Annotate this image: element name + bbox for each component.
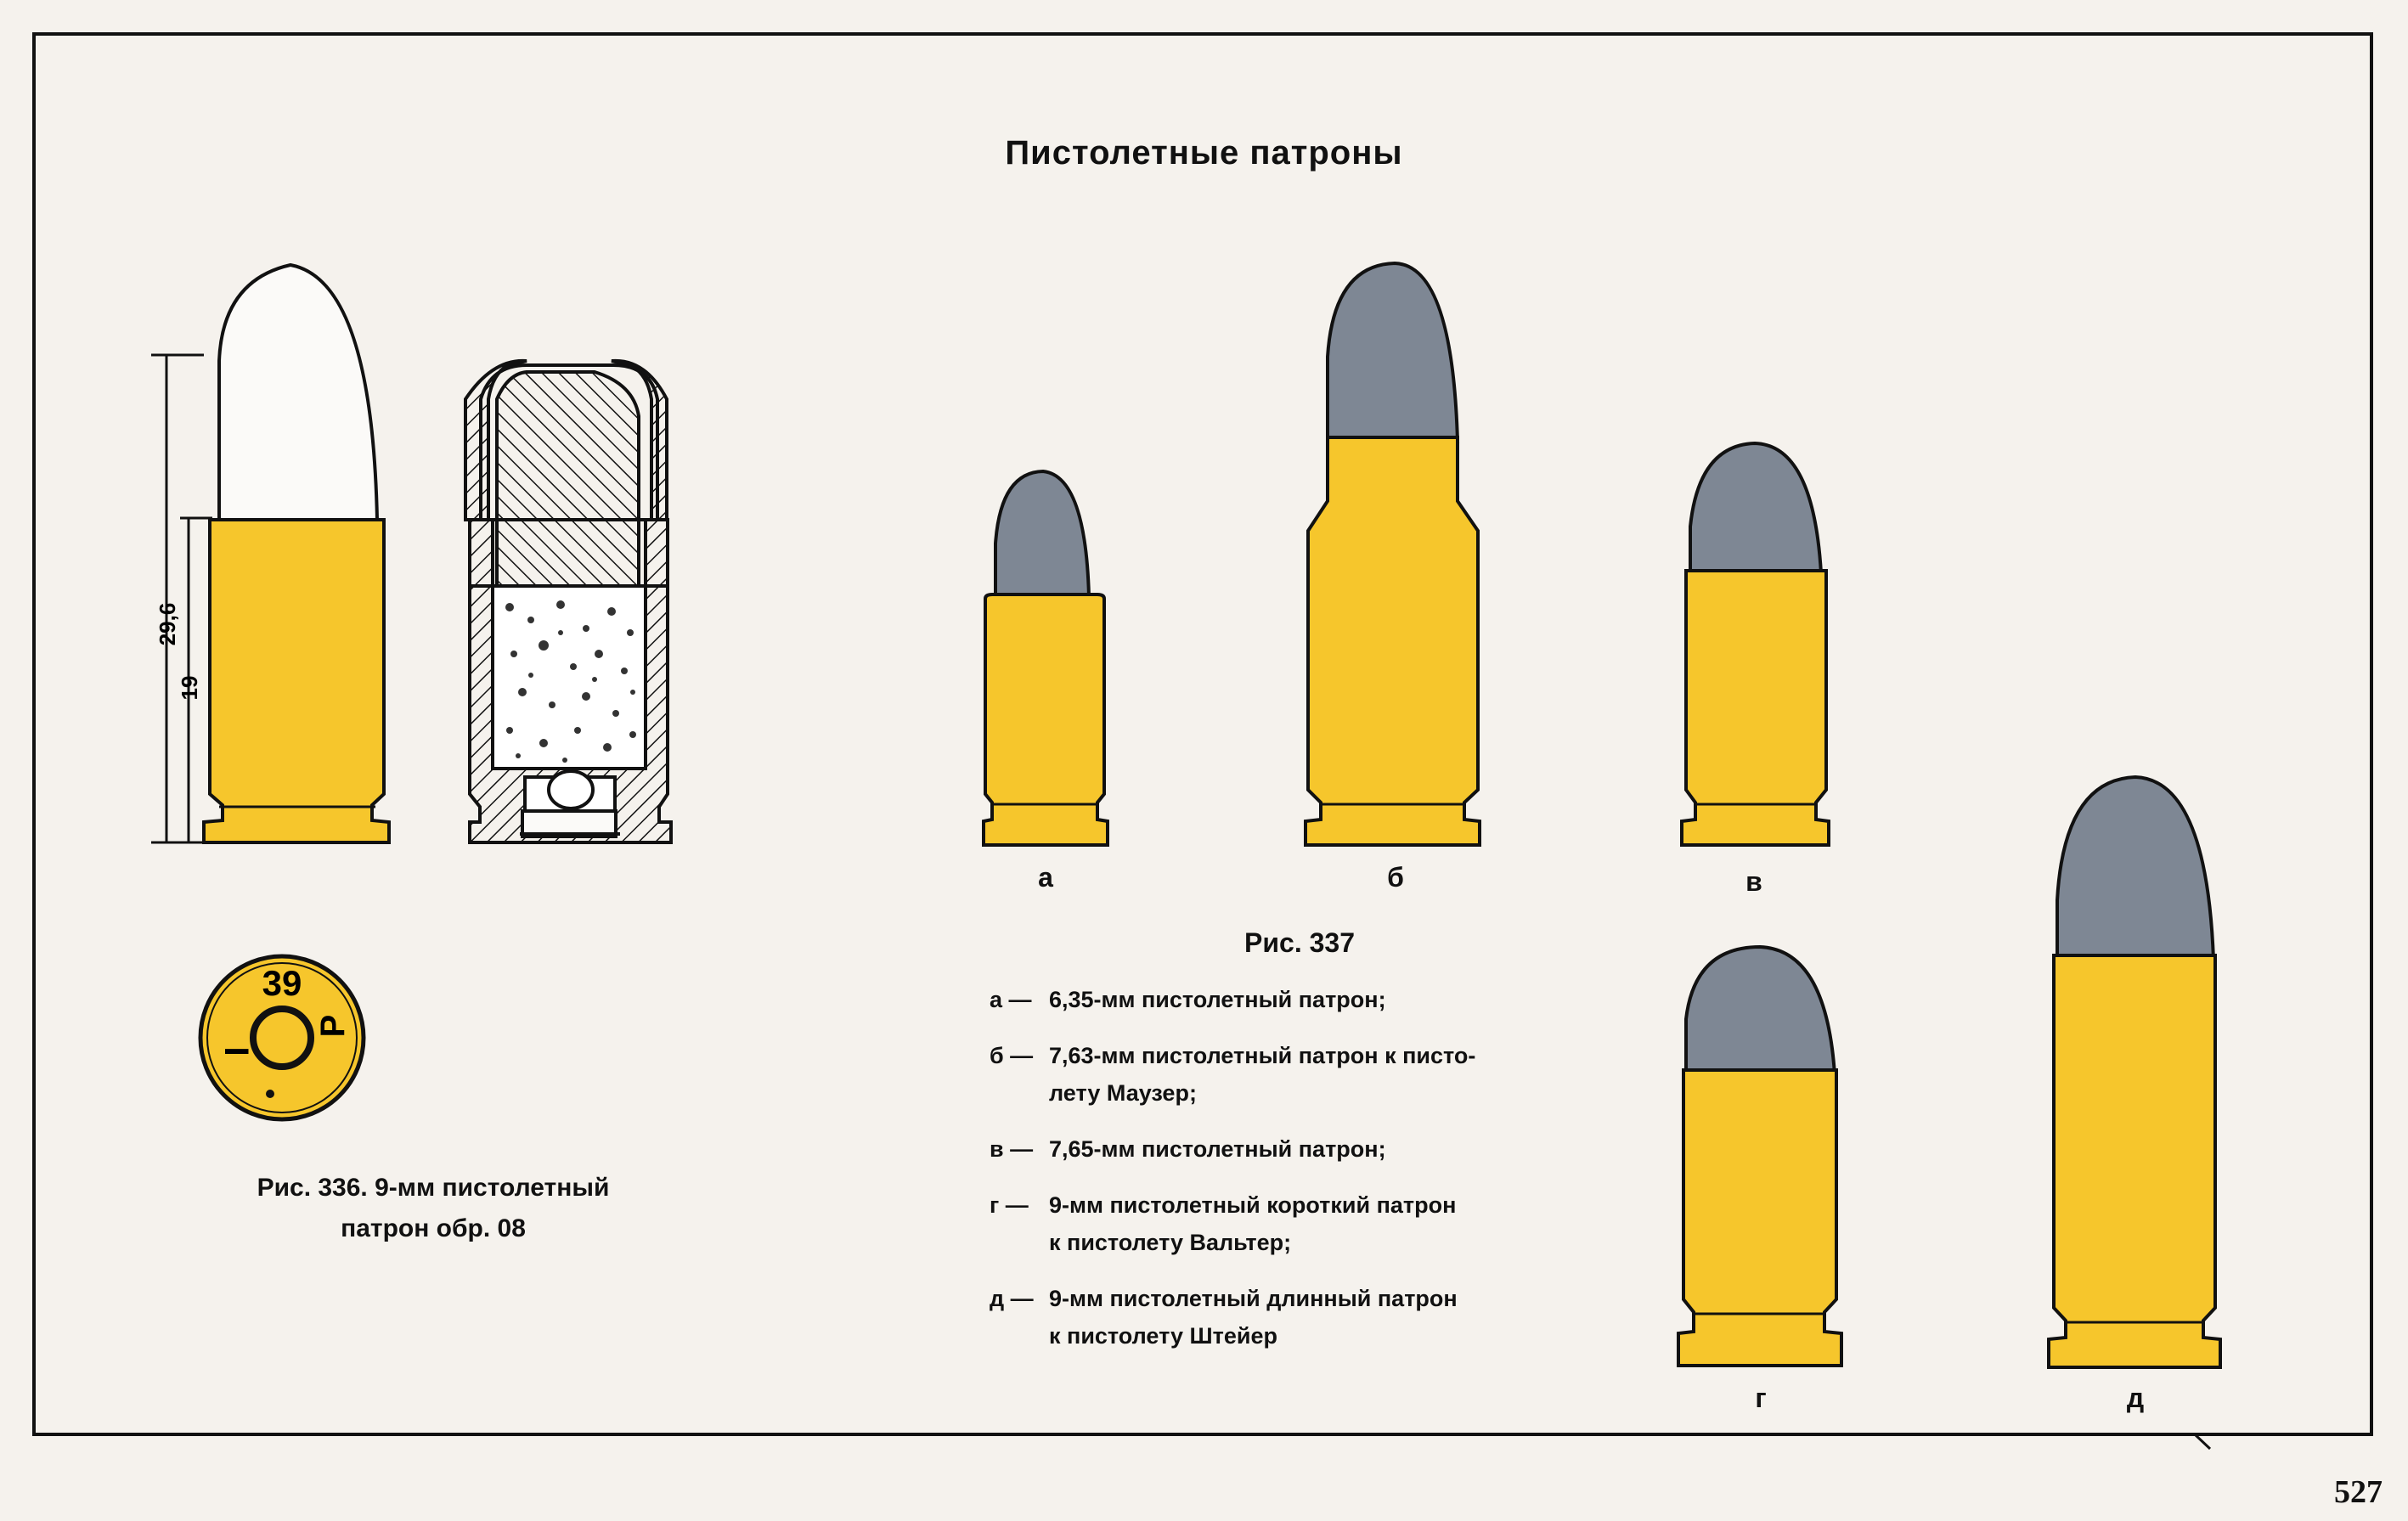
- cartridge-a-label: а: [1038, 862, 1053, 893]
- headstamp: [198, 954, 366, 1122]
- legend-text: 9-мм пистолетный короткий патрон к писто…: [1049, 1192, 1457, 1255]
- cartridge-9mm-exterior: [202, 262, 391, 844]
- fig337-legend: а — 6,35-мм пистолетный патрон; б — 7,63…: [990, 981, 1584, 1373]
- fig336-caption-line2: патрон обр. 08: [341, 1214, 526, 1242]
- fig336-caption-line1: Рис. 336. 9-мм пистолетный: [257, 1174, 610, 1202]
- legend-key: б —: [990, 1043, 1034, 1068]
- headstamp-top-text: 39: [262, 963, 302, 1003]
- legend-key: г —: [990, 1192, 1029, 1218]
- cartridge-b: [1304, 261, 1481, 847]
- page-title: Пистолетные патроны: [1005, 134, 1403, 172]
- cartridge-9mm-section: [464, 358, 673, 844]
- fig337-caption: Рис. 337: [1244, 927, 1355, 958]
- legend-text: 9-мм пистолетный длинный патрон к пистол…: [1049, 1286, 1458, 1349]
- dimension-lines: [151, 353, 212, 844]
- legend-text: 6,35-мм пистолетный патрон;: [1049, 987, 1386, 1012]
- cartridge-g: [1677, 944, 1843, 1367]
- legend-key: д —: [990, 1286, 1034, 1311]
- legend-item: д — 9-мм пистолетный длинный патрон к пи…: [990, 1280, 1584, 1355]
- powder-grains: [505, 600, 636, 763]
- cartridge-g-label: г: [1755, 1383, 1767, 1413]
- legend-item: а — 6,35-мм пистолетный патрон;: [990, 981, 1584, 1018]
- headstamp-left-text: I: [217, 1046, 255, 1056]
- page-frame: [32, 32, 2373, 1436]
- cartridge-d: [2047, 775, 2222, 1369]
- fig336-caption: Рис. 336. 9-мм пистолетный патрон обр. 0…: [195, 1168, 671, 1249]
- cartridge-b-label: б: [1387, 862, 1404, 893]
- page-corner-mark: [2194, 1434, 2212, 1451]
- dimension-case-label: 19: [177, 676, 202, 701]
- cartridge-d-label: д: [2126, 1383, 2145, 1413]
- legend-item: в — 7,65-мм пистолетный патрон;: [990, 1130, 1584, 1168]
- cartridge-v: [1680, 441, 1830, 847]
- legend-key: в —: [990, 1136, 1034, 1162]
- dimension-total-label: 29,6: [155, 603, 180, 646]
- page-number: 527: [2334, 1474, 2383, 1510]
- legend-key: а —: [990, 987, 1032, 1012]
- legend-text: 7,63-мм пистолетный патрон к писто- лету…: [1049, 1043, 1476, 1106]
- legend-item: г — 9-мм пистолетный короткий патрон к п…: [990, 1186, 1584, 1261]
- legend-item: б — 7,63-мм пистолетный патрон к писто- …: [990, 1037, 1584, 1112]
- cartridge-a: [982, 469, 1109, 847]
- headstamp-right-text: P: [314, 1015, 352, 1038]
- cartridge-v-label: в: [1745, 866, 1762, 897]
- legend-text: 7,65-мм пистолетный патрон;: [1049, 1136, 1386, 1162]
